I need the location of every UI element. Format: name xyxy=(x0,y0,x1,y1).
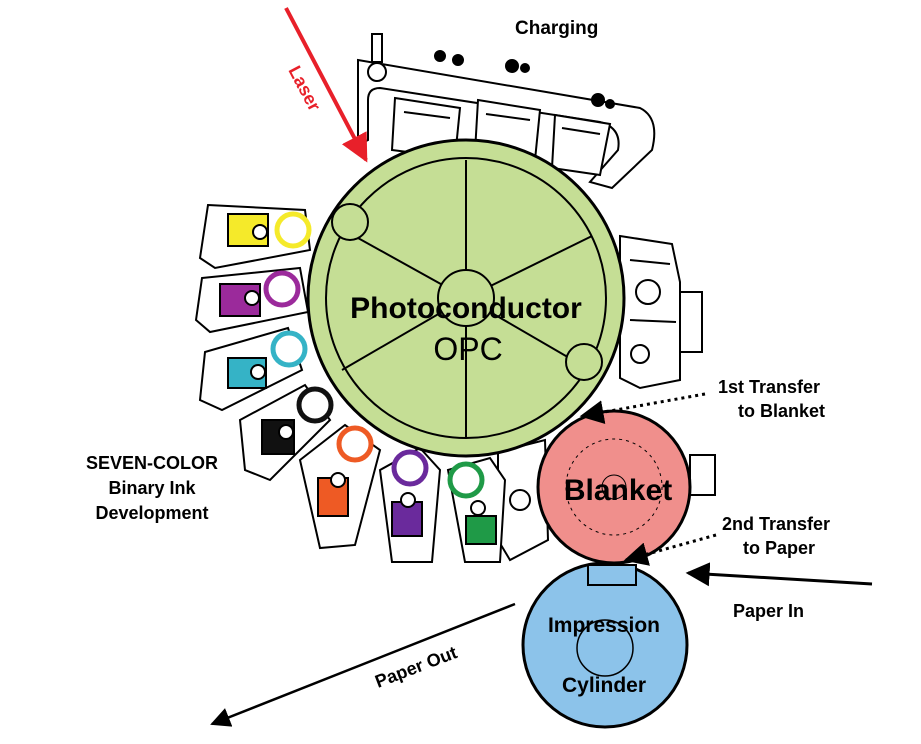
charging-label: Charging xyxy=(515,18,598,39)
cleaning-unit xyxy=(619,234,703,390)
first-transfer-label-1: 1st Transfer xyxy=(718,377,820,397)
impression-label-2: Cylinder xyxy=(562,674,646,697)
paper-in-label: Paper In xyxy=(733,601,804,621)
paper-out-label: Paper Out xyxy=(372,642,459,692)
development-label-2: Binary Ink xyxy=(108,478,196,498)
impression-label-1: Impression xyxy=(548,614,660,637)
blanket-label: Blanket xyxy=(564,474,672,507)
transfer-mechanism xyxy=(497,438,716,562)
ink-unit-magenta xyxy=(194,266,310,334)
ink-unit-violet xyxy=(378,446,442,563)
paper-out-arrow xyxy=(210,602,516,727)
photoconductor-label: Photoconductor xyxy=(350,292,582,325)
ink-unit-yellow xyxy=(198,203,312,270)
laser-arrow xyxy=(284,7,368,163)
ink-unit-green xyxy=(446,456,507,563)
ink-unit-black xyxy=(238,383,334,482)
second-transfer-label-2: to Paper xyxy=(743,538,815,558)
paper-in-arrow xyxy=(685,562,873,587)
development-label-3: Development xyxy=(95,503,208,523)
second-transfer-label-1: 2nd Transfer xyxy=(722,514,830,534)
ink-unit-cyan xyxy=(198,326,308,412)
impression-cylinder xyxy=(521,561,689,729)
second-transfer-arrow xyxy=(623,533,717,566)
ink-development-units xyxy=(194,203,507,563)
development-label-1: SEVEN-COLOR xyxy=(86,453,218,473)
ink-unit-orange xyxy=(298,423,382,550)
first-transfer-arrow xyxy=(579,392,706,425)
first-transfer-label-2: to Blanket xyxy=(738,401,825,421)
opc-label: OPC xyxy=(433,331,502,367)
photoconductor-drum xyxy=(306,138,626,458)
